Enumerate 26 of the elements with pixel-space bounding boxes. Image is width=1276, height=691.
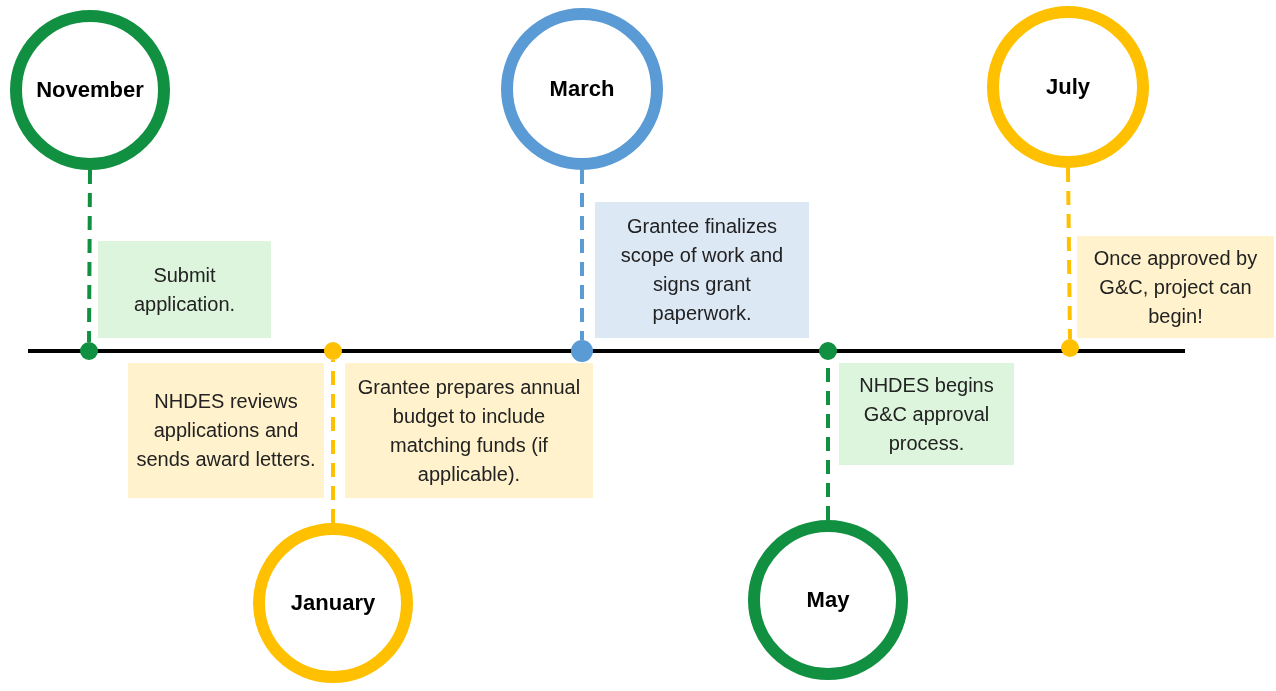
timeline-dot (80, 342, 98, 360)
note-box (345, 363, 593, 498)
note-text: Grantee prepares annual budget to include matching funds (if applicable). (356, 374, 582, 487)
month-label: November (36, 77, 144, 103)
note-box (128, 363, 324, 498)
note-box (1077, 236, 1274, 338)
timeline-dot (571, 340, 593, 362)
note-box (595, 202, 809, 338)
note-text: Grantee finalizes scope of work and signs grant paperwork. (619, 214, 785, 326)
month-label: July (1046, 74, 1090, 100)
month-label: January (290, 590, 376, 616)
note-text: NHDES reviews applications and sends award letters. (135, 389, 317, 472)
timeline-dot (819, 342, 837, 360)
note-box (839, 363, 1014, 465)
month-label: March (549, 76, 615, 102)
month-label: May (806, 587, 850, 613)
timeline-dot (1061, 339, 1079, 357)
note-text: Submit application. (132, 262, 237, 317)
dashed-connector (1066, 167, 1072, 340)
note-box (98, 241, 271, 338)
dashed-connector (331, 360, 335, 523)
timeline-dot (324, 342, 342, 360)
dashed-connector (580, 170, 584, 340)
dashed-connector (87, 170, 92, 342)
note-text: Once approved by G&C, project can begin! (1092, 245, 1259, 329)
note-text: NHDES begins G&C approval process. (858, 372, 995, 456)
